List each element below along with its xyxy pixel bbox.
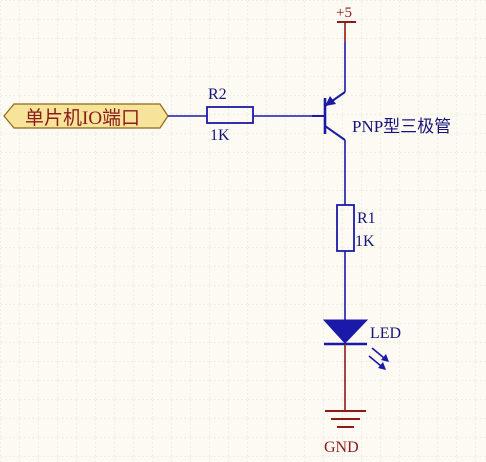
r2-value-label: 1K [210, 127, 230, 144]
transistor-label: PNP型三极管 [352, 117, 451, 136]
ground-label: GND [324, 439, 359, 456]
r1-value-label: 1K [355, 233, 375, 250]
led-light-arrows-icon [368, 347, 389, 370]
r1-ref-label: R1 [357, 210, 376, 227]
power-label: +5 [336, 5, 352, 21]
power-plus5-symbol[interactable] [337, 21, 356, 42]
ground-symbol[interactable] [325, 410, 366, 428]
led-label: LED [370, 325, 401, 342]
io-port-connector[interactable]: 单片机IO端口 [3, 103, 169, 129]
io-port-label: 单片机IO端口 [25, 107, 140, 129]
pnp-transistor[interactable] [312, 91, 346, 141]
r2-ref-label: R2 [208, 86, 227, 103]
resistor-r2[interactable] [206, 106, 254, 124]
